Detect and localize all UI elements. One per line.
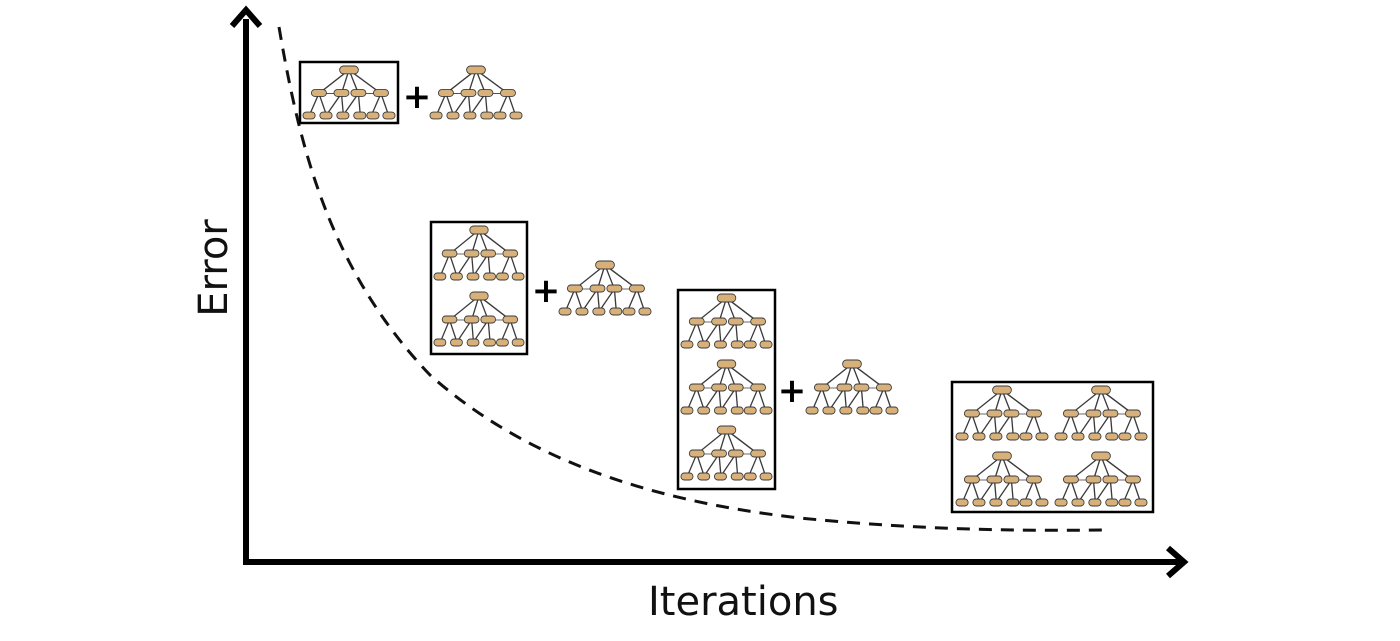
x-axis-arrowhead (1166, 545, 1189, 579)
x-axis-label: Iterations (648, 579, 839, 625)
axes (229, 5, 1189, 579)
stage-3: + (676, 288, 899, 491)
ensemble-box (950, 380, 1155, 514)
new-tree (805, 359, 899, 415)
new-tree (558, 260, 652, 316)
plus-sign: + (403, 77, 432, 117)
plus-sign: + (778, 371, 807, 411)
y-axis-label: Error (191, 219, 237, 317)
new-tree (429, 65, 523, 120)
y-axis-arrowhead (229, 5, 263, 28)
ensemble-box (429, 220, 529, 356)
stage-1: + (298, 60, 523, 125)
error-curve (277, 26, 1105, 532)
stage-2: + (429, 220, 652, 356)
stage-4 (950, 380, 1155, 514)
plus-sign: + (532, 271, 561, 311)
